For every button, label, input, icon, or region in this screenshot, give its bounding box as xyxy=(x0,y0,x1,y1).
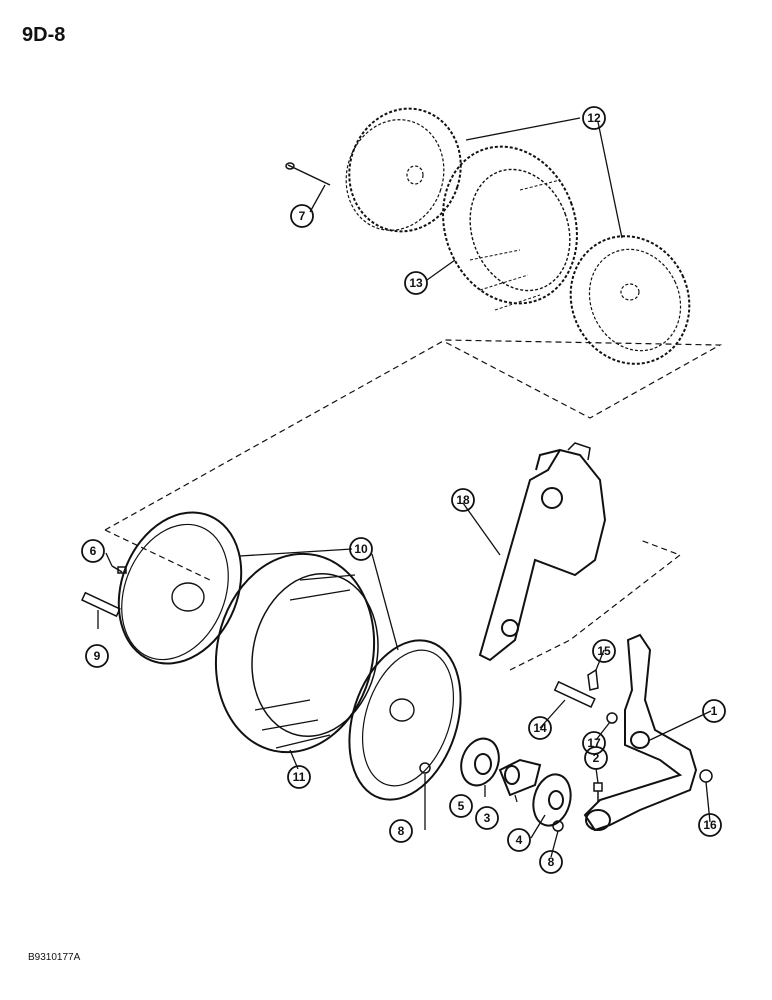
svg-text:14: 14 xyxy=(533,721,547,735)
spindle-3 xyxy=(498,758,542,797)
callout-9: 9 xyxy=(85,644,109,668)
callout-11: 11 xyxy=(287,765,311,789)
callout-3: 3 xyxy=(475,806,499,830)
callout-15: 15 xyxy=(592,639,616,663)
svg-text:16: 16 xyxy=(703,818,717,832)
lever-arm xyxy=(583,633,698,832)
upper-wheel-assembly xyxy=(285,107,691,365)
bearing-5 xyxy=(460,737,500,787)
svg-text:15: 15 xyxy=(597,644,611,658)
svg-text:18: 18 xyxy=(456,493,470,507)
rim-half-right xyxy=(348,639,462,801)
bolt-6 xyxy=(111,565,127,574)
callout-8b: 8 xyxy=(539,850,563,874)
svg-text:13: 13 xyxy=(409,276,423,290)
nut-17 xyxy=(606,712,618,724)
spring-pin-15 xyxy=(587,668,599,691)
svg-text:5: 5 xyxy=(458,799,465,813)
callout-16: 16 xyxy=(698,813,722,837)
leader-lines xyxy=(97,117,712,858)
callout-8a: 8 xyxy=(389,819,413,843)
callout-1: 1 xyxy=(702,699,726,723)
upper-tire xyxy=(442,145,578,311)
callout-2: 2 xyxy=(584,746,608,770)
callout-5: 5 xyxy=(449,794,473,818)
svg-text:12: 12 xyxy=(587,111,601,125)
pin-9 xyxy=(80,591,121,618)
rim-half-left xyxy=(117,511,243,665)
callout-7: 7 xyxy=(290,204,314,228)
upper-bolt-7 xyxy=(285,162,331,186)
svg-text:4: 4 xyxy=(516,833,523,847)
callout-10: 10 xyxy=(349,537,373,561)
svg-text:1: 1 xyxy=(711,704,718,718)
pin-14 xyxy=(553,680,596,708)
assembly-dashed-outline xyxy=(104,339,723,671)
upper-rim-half-left xyxy=(345,107,462,233)
svg-text:9: 9 xyxy=(94,649,101,663)
svg-text:11: 11 xyxy=(293,770,306,784)
tire xyxy=(214,552,379,754)
callout-12: 12 xyxy=(582,106,606,130)
callout-13: 13 xyxy=(404,271,428,295)
page-number: 9D-8 xyxy=(22,24,66,46)
svg-text:2: 2 xyxy=(593,751,600,765)
svg-text:17: 17 xyxy=(587,736,601,750)
callout-17: 17 xyxy=(582,731,606,755)
svg-text:6: 6 xyxy=(90,544,97,558)
callout-4: 4 xyxy=(507,828,531,852)
nut-8a xyxy=(419,762,431,774)
svg-text:10: 10 xyxy=(354,542,368,556)
nut-16 xyxy=(699,769,713,783)
hub-4 xyxy=(532,773,572,827)
upper-rim-half-right xyxy=(569,235,691,365)
svg-text:8: 8 xyxy=(548,855,555,869)
drawing-code: B9310177A xyxy=(28,952,81,963)
mounting-arm xyxy=(478,442,607,662)
callout-6: 6 xyxy=(81,539,105,563)
callout-14: 14 xyxy=(528,716,552,740)
svg-text:3: 3 xyxy=(484,811,491,825)
svg-text:7: 7 xyxy=(299,209,306,223)
callout-18: 18 xyxy=(451,488,475,512)
svg-text:8: 8 xyxy=(398,824,405,838)
callouts: 1 2 3 4 5 6 7 8 8 9 10 11 12 13 14 15 16… xyxy=(81,106,726,874)
